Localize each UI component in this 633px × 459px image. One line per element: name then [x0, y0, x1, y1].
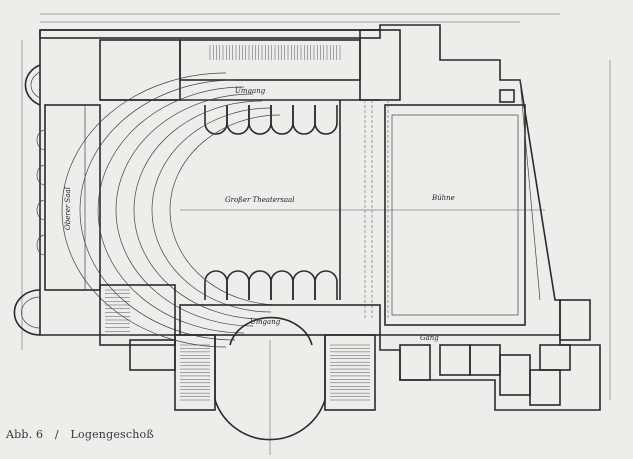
loge-box: [314, 270, 338, 300]
figure-number: Abb. 6: [6, 428, 44, 441]
seat-row: [115, 93, 254, 327]
seat-row: [97, 86, 245, 334]
dimension-lines: [21, 13, 611, 400]
corridor-bottom-label: Umgang: [250, 318, 281, 326]
main-hall-label: Großer Theatersaal: [225, 196, 295, 204]
figure-caption: Abb. 6 / Logengeschoß: [6, 428, 162, 441]
loge-box: [270, 105, 294, 135]
passage-label: Gang: [420, 334, 439, 342]
foyer: [174, 316, 376, 455]
caption-separator: /: [54, 428, 59, 441]
seat-row: [79, 79, 236, 341]
seat-row: [169, 114, 281, 306]
stage: Bühne: [384, 79, 545, 326]
seat-row: [61, 72, 227, 348]
loge-box: [204, 270, 228, 300]
corridor-top-label: Umgang: [235, 87, 266, 95]
loge-box: [226, 270, 250, 300]
loge-box: [248, 270, 272, 300]
left-hall-label: Oberer Saal: [64, 187, 72, 230]
seat-row: [133, 100, 263, 320]
bottom-right-rooms: Gang: [380, 299, 591, 406]
loge-box: [270, 270, 294, 300]
loges-top: [204, 105, 338, 135]
top-corridor: Umgang: [100, 39, 380, 101]
corner-towers: [13, 64, 41, 336]
outer-walls: [39, 24, 601, 411]
stage-label: Bühne: [431, 194, 455, 202]
seat-row: [151, 107, 272, 313]
loges-bottom: [204, 270, 338, 300]
loge-box: [292, 270, 316, 300]
bottom-corridor: Umgang: [179, 304, 381, 336]
auditorium-seating: [61, 72, 281, 348]
bottom-left-rooms: [99, 284, 176, 371]
left-hall: Oberer Saal: [36, 104, 101, 291]
figure-title: Logengeschoß: [70, 428, 154, 441]
loge-box: [292, 105, 316, 135]
main-hall: Großer Theatersaal: [180, 196, 385, 211]
loge-box: [314, 105, 338, 135]
